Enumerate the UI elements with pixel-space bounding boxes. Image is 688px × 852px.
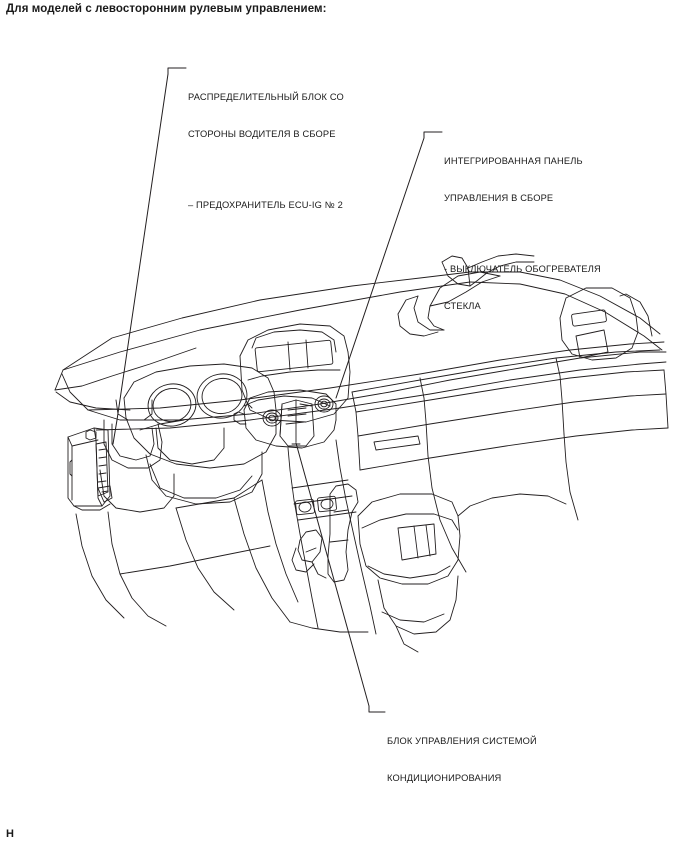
callout-integration-panel-line1: ИНТЕГРИРОВАННАЯ ПАНЕЛЬ	[444, 155, 583, 166]
steering-column-shroud	[145, 427, 263, 505]
callout-integration-panel-sub: - ВЫКЛЮЧАТЕЛЬ ОБОГРЕВАТЕЛЯ СТЕКЛА	[444, 238, 601, 337]
passenger-dash-glovebox	[351, 349, 669, 471]
callout-junction-block: РАСПРЕДЕЛИТЕЛЬНЫЙ БЛОК СО СТОРОНЫ ВОДИТЕ…	[188, 66, 344, 261]
passenger-lower-trim	[427, 433, 579, 573]
left-side-vent	[99, 399, 175, 513]
callout-junction-block-sub1: – ПРЕДОХРАНИТЕЛЬ ECU-IG № 2	[188, 200, 343, 211]
gear-shift-lever	[327, 483, 359, 583]
callout-integration-panel: ИНТЕГРИРОВАННАЯ ПАНЕЛЬ УПРАВЛЕНИЯ В СБОР…	[444, 130, 601, 362]
lower-dash-footwell	[75, 479, 369, 633]
shift-boot-surround	[291, 529, 327, 579]
driver-side-junction-block	[67, 427, 113, 511]
console-armrest-box	[357, 493, 461, 653]
ac-amplifier-module	[279, 399, 315, 447]
callout-junction-block-line1: РАСПРЕДЕЛИТЕЛЬНЫЙ БЛОК СО	[188, 91, 344, 102]
callout-integration-panel-sub2: СТЕКЛА	[444, 301, 481, 312]
center-stack-display	[239, 323, 351, 423]
callout-integration-panel-sub1: - ВЫКЛЮЧАТЕЛЬ ОБОГРЕВАТЕЛЯ	[444, 264, 601, 275]
instrument-cluster	[123, 363, 277, 469]
callout-integration-panel-line2: УПРАВЛЕНИЯ В СБОРЕ	[444, 193, 554, 204]
callout-junction-block-line2: СТОРОНЫ ВОДИТЕЛЯ В СБОРЕ	[188, 129, 336, 140]
page-footer-mark: H	[6, 828, 14, 840]
callout-ac-amplifier-line1: БЛОК УПРАВЛЕНИЯ СИСТЕМОЙ	[387, 735, 537, 746]
callout-ac-amplifier-line2: КОНДИЦИОНИРОВАНИЯ	[387, 773, 502, 784]
page-title: Для моделей с левосторонним рулевым упра…	[6, 3, 327, 15]
center-console	[287, 439, 377, 635]
callout-ac-amplifier: БЛОК УПРАВЛЕНИЯ СИСТЕМОЙ КОНДИЦИОНИРОВАН…	[387, 710, 537, 809]
integration-control-panel	[233, 389, 337, 449]
callout-junction-block-sub: – ПРЕДОХРАНИТЕЛЬ ECU-IG № 2	[188, 174, 344, 236]
